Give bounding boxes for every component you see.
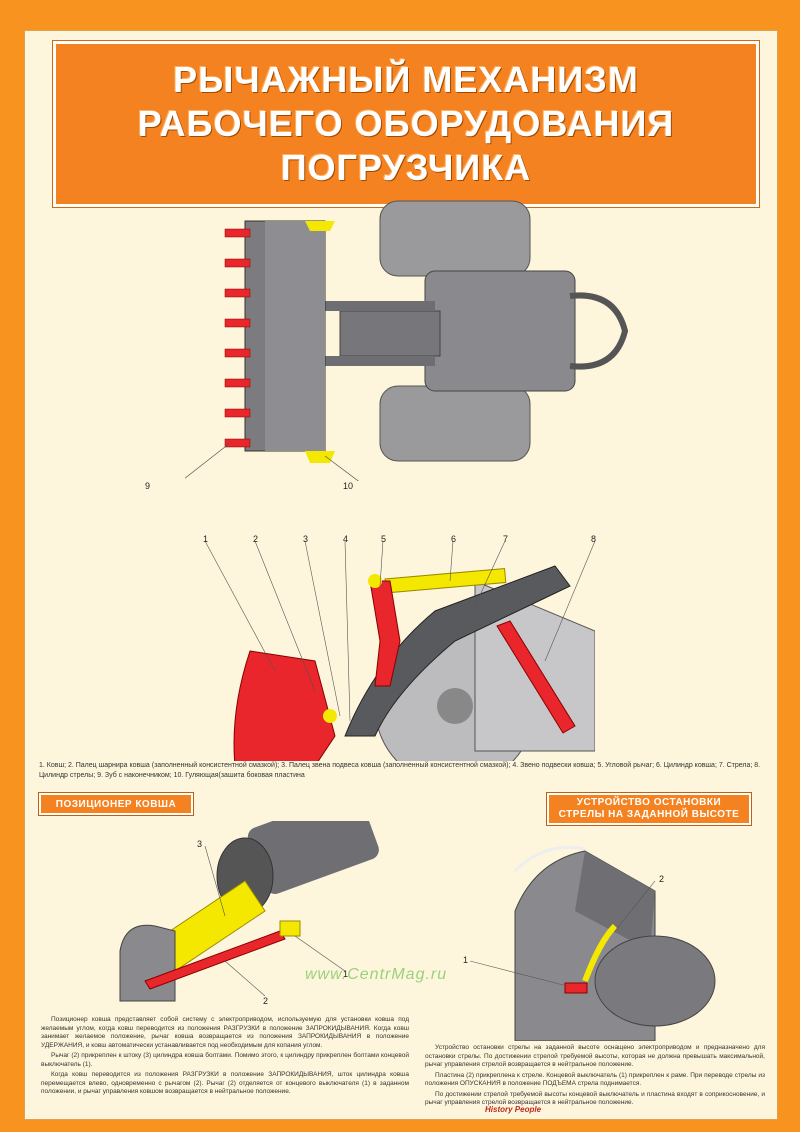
positioner-label-2: 2 bbox=[263, 996, 269, 1006]
kickout-label-1: 1 bbox=[463, 955, 469, 965]
positioner-description: Позиционер ковша представляет собой сист… bbox=[41, 1016, 409, 1099]
kickout-label-2: 2 bbox=[659, 874, 665, 884]
kickout-text-p3: По достижении стрелой требуемой высоты к… bbox=[425, 1090, 765, 1107]
side-label-5: 5 bbox=[381, 534, 387, 544]
positioner-label-3: 3 bbox=[197, 839, 203, 849]
side-label-6: 6 bbox=[451, 534, 457, 544]
loader-top-view-illustration bbox=[185, 200, 629, 481]
kickout-description: Устройство остановки стрелы на заданной … bbox=[425, 1044, 765, 1110]
boom-kickout-illustration bbox=[469, 845, 716, 1041]
kickout-text-p2: Пластина (2) прикреплена к стреле. Конце… bbox=[425, 1071, 765, 1088]
side-label-3: 3 bbox=[303, 534, 309, 544]
title-line-3: ПОГРУЗЧИКА bbox=[280, 147, 532, 188]
positioner-text-p2: Рычаг (2) прикреплен к штоку (3) цилиндр… bbox=[41, 1052, 409, 1068]
boom-kickout-header-line-2: стрелы на заданной высоте bbox=[558, 809, 740, 820]
parts-caption: 1. Ковш; 2. Палец шарнира ковша (заполне… bbox=[39, 762, 761, 779]
side-label-7: 7 bbox=[503, 534, 509, 544]
title-line-2: РАБОЧЕГО ОБОРУДОВАНИЯ bbox=[137, 103, 675, 144]
title-banner: РЫЧАЖНЫЙ МЕХАНИЗМ РАБОЧЕГО ОБОРУДОВАНИЯ … bbox=[53, 41, 759, 207]
top-label-9: 9 bbox=[145, 481, 151, 491]
section-header-boom-kickout: Устройство остановки стрелы на заданной … bbox=[547, 793, 751, 825]
side-label-1: 1 bbox=[203, 534, 209, 544]
kickout-text-p1: Устройство остановки стрелы на заданной … bbox=[425, 1044, 765, 1068]
positioner-text-p1: Позиционер ковша представляет собой сист… bbox=[41, 1016, 409, 1049]
watermark: www.CentrMag.ru bbox=[305, 966, 448, 983]
side-label-8: 8 bbox=[591, 534, 597, 544]
top-label-10: 10 bbox=[343, 481, 354, 491]
brand-logo: History People bbox=[485, 1105, 542, 1114]
side-label-4: 4 bbox=[343, 534, 349, 544]
poster: РЫЧАЖНЫЙ МЕХАНИЗМ РАБОЧЕГО ОБОРУДОВАНИЯ … bbox=[24, 30, 778, 1120]
section-header-bucket-positioner: Позиционер ковша bbox=[39, 793, 193, 815]
boom-kickout-header-line-1: Устройство остановки bbox=[576, 797, 722, 808]
positioner-text-p3: Когда ковш переводится из положения РАЗГ… bbox=[41, 1071, 409, 1095]
positioner-label-1: 1 bbox=[343, 969, 349, 979]
footer: History People bbox=[485, 1105, 541, 1114]
lever-mechanism-side-view-illustration bbox=[204, 540, 595, 761]
title-line-1: РЫЧАЖНЫЙ МЕХАНИЗМ bbox=[173, 59, 639, 100]
side-label-2: 2 bbox=[253, 534, 259, 544]
bucket-positioner-illustration bbox=[119, 821, 379, 1002]
